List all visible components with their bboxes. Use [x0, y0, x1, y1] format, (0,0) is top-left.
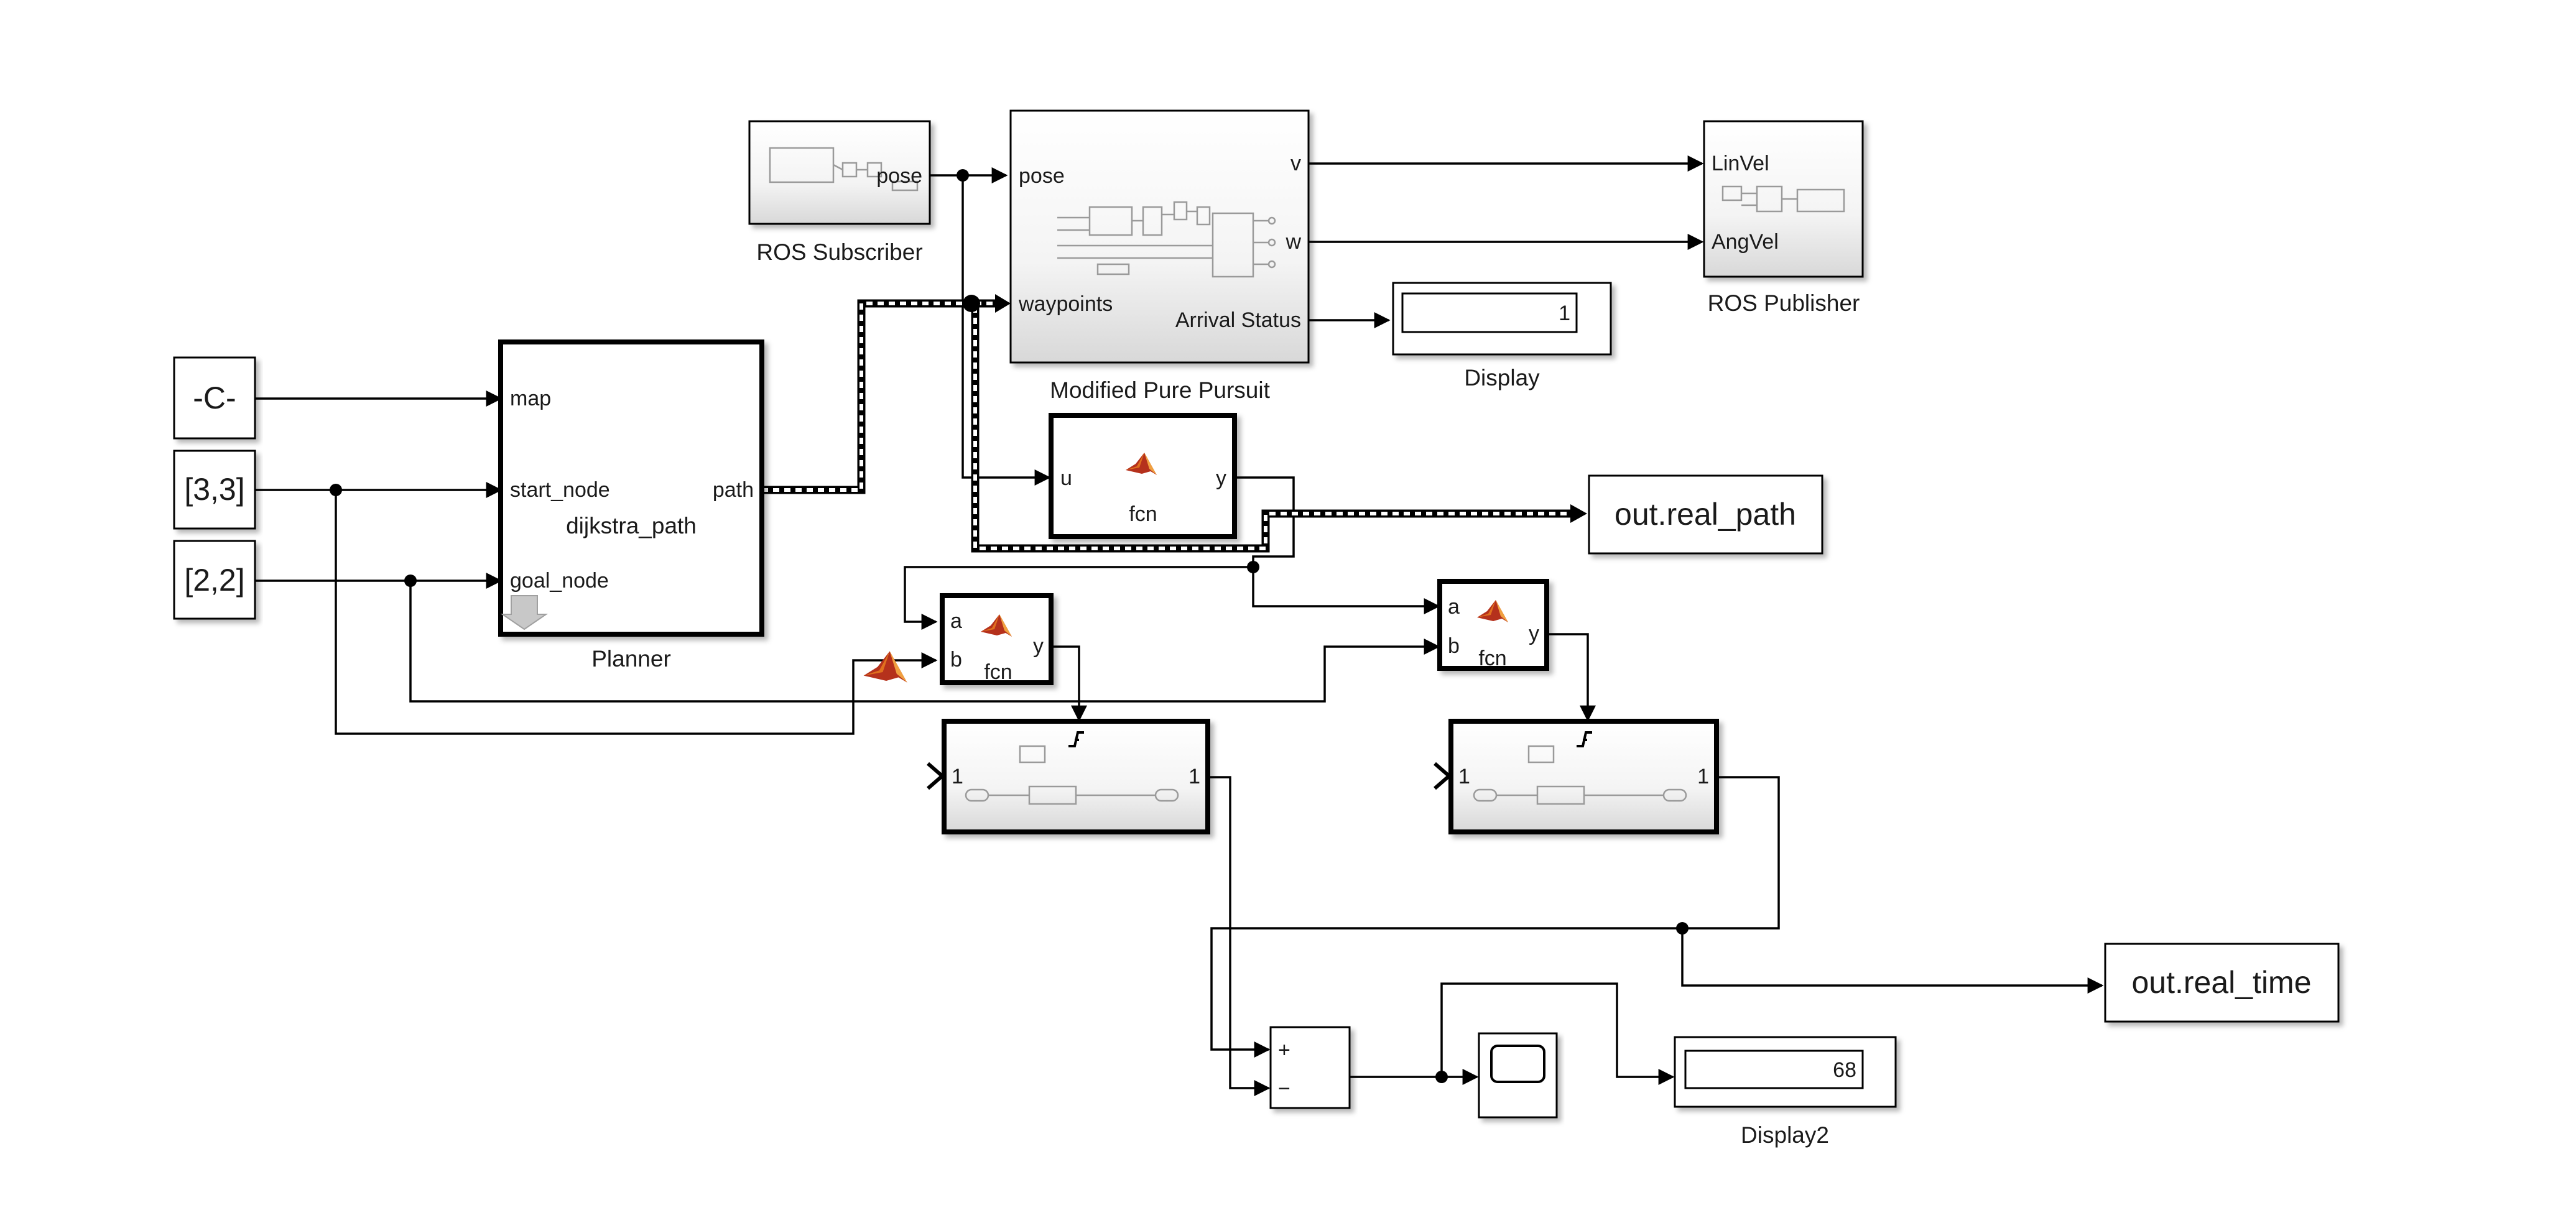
constant-map-value: -C- [193, 381, 236, 415]
ros-subscriber-icon [769, 147, 919, 192]
wire-tr-out[interactable] [1210, 776, 1780, 1058]
wire-fcnl-y[interactable] [1051, 645, 1087, 722]
to-workspace-path-block[interactable] [1588, 474, 1823, 555]
pure-pursuit-icon [1057, 201, 1276, 278]
wire-junctions [330, 169, 1689, 1083]
fcn-right-port-y: y [1529, 622, 1539, 645]
pure-pursuit-port-arrival: Arrival Status [1175, 308, 1301, 332]
ros-subscriber-block[interactable] [748, 120, 931, 225]
fcn-right-label: fcn [1478, 647, 1506, 670]
planner-down-arrow-icon [500, 595, 549, 630]
sum-plus-sign: + [1278, 1038, 1290, 1062]
scope-icon [1490, 1045, 1545, 1083]
wire-tl-out[interactable] [1208, 776, 1271, 1096]
planner-block-name: Planner [591, 646, 671, 672]
triggered-right-icon [1473, 745, 1687, 805]
fcn-right-port-b: b [1448, 634, 1460, 658]
triggered-right-out-label: 1 [1697, 765, 1709, 788]
ros-subscriber-name: ROS Subscriber [756, 239, 922, 265]
constant-goal-value: [2,2] [184, 563, 244, 598]
display2-block[interactable] [1674, 1036, 1897, 1108]
constant-goal-block[interactable] [173, 540, 256, 620]
ros-publisher-port-angvel: AngVel [1712, 230, 1779, 254]
planner-port-map: map [510, 387, 551, 410]
sum-minus-sign: − [1278, 1077, 1290, 1101]
fcn-main-port-u: u [1060, 466, 1072, 490]
fcn-main-label: fcn [1129, 502, 1157, 526]
display-name: Display [1464, 365, 1540, 390]
display2-name: Display2 [1741, 1122, 1829, 1148]
triggered-left-input-chevron-icon [927, 762, 945, 790]
pure-pursuit-name: Modified Pure Pursuit [1050, 377, 1270, 403]
fcn-left-port-b: b [950, 648, 962, 672]
planner-port-start: start_node [510, 478, 610, 502]
wire-pose-branch[interactable] [961, 175, 1051, 486]
fcn-right-block[interactable] [1437, 579, 1549, 671]
fcn-left-port-a: a [950, 609, 962, 633]
triggered-left-icon [965, 745, 1179, 805]
triggered-right-input-chevron-icon [1434, 762, 1452, 790]
pure-pursuit-port-pose: pose [1019, 164, 1065, 188]
to-workspace-path-label: out.real_path [1615, 497, 1796, 532]
planner-port-path: path [713, 478, 754, 502]
wire-goal-branch[interactable] [409, 581, 1440, 703]
ros-publisher-icon [1721, 185, 1845, 213]
planner-block[interactable] [498, 339, 764, 637]
ros-publisher-name: ROS Publisher [1708, 290, 1860, 316]
pure-pursuit-port-waypoints: waypoints [1018, 292, 1113, 316]
wire-start-branch[interactable] [335, 490, 938, 735]
constant-start-block[interactable] [173, 450, 256, 530]
display2-value: 68 [1833, 1058, 1856, 1082]
to-workspace-time-block[interactable] [2104, 943, 2340, 1023]
triggered-left-in-label: 1 [952, 765, 963, 788]
planner-matlab-icon [863, 651, 907, 683]
sum-block[interactable] [1269, 1026, 1351, 1109]
signal-wires [255, 155, 2104, 1096]
wire-fcn-y[interactable] [1235, 476, 1440, 614]
wire-sum-out-d2[interactable] [1440, 982, 1675, 1085]
wire-fcn-y-left[interactable] [904, 566, 1253, 630]
triggered-left-trigger-icon [1068, 731, 1084, 747]
constant-map-block[interactable] [173, 356, 256, 440]
fcn-left-port-y: y [1033, 634, 1044, 658]
wire-fcnr-y[interactable] [1547, 633, 1596, 722]
fcn-main-port-y: y [1216, 466, 1226, 490]
triggered-left-out-label: 1 [1188, 765, 1200, 788]
display-block[interactable] [1392, 282, 1612, 356]
triggered-right-trigger-icon [1577, 731, 1592, 747]
planner-port-goal: goal_node [510, 569, 609, 593]
pure-pursuit-port-v: v [1290, 152, 1301, 175]
to-workspace-time-label: out.real_time [2131, 965, 2311, 1000]
triggered-right-in-label: 1 [1458, 765, 1470, 788]
display-value: 1 [1559, 302, 1570, 325]
fcn-left-label: fcn [984, 660, 1012, 684]
planner-function-name: dijkstra_path [566, 513, 697, 538]
constant-start-value: [3,3] [184, 472, 244, 507]
fcn-left-block[interactable] [940, 593, 1054, 685]
pure-pursuit-block[interactable] [1009, 109, 1310, 364]
pure-pursuit-port-w: w [1285, 230, 1301, 254]
fcn-right-port-a: a [1448, 595, 1460, 619]
fcn-main-block[interactable] [1049, 413, 1237, 539]
wire-tr-out-ws[interactable] [1681, 928, 2104, 994]
scope-block[interactable] [1478, 1032, 1558, 1119]
ros-subscriber-port-pose: pose [876, 164, 922, 188]
ros-publisher-port-linvel: LinVel [1712, 152, 1769, 175]
